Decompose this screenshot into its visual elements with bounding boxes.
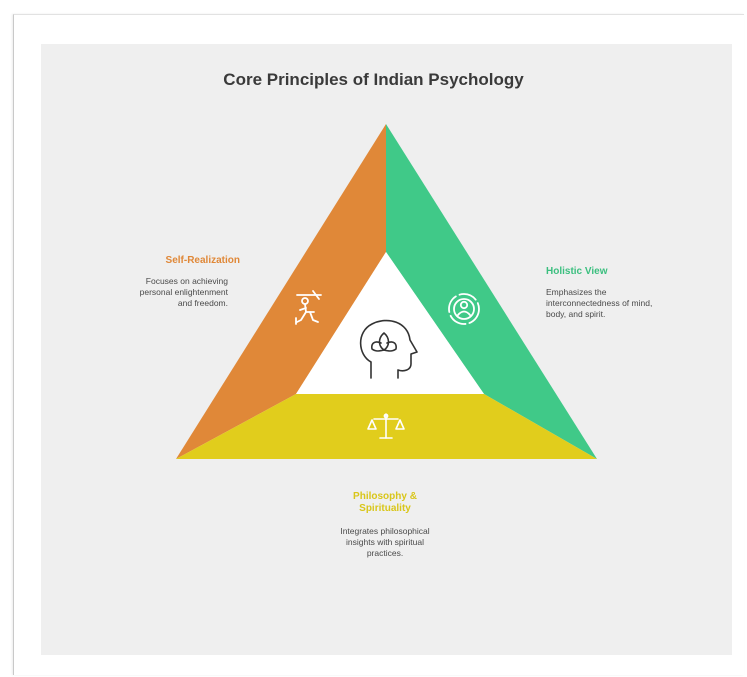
philosophy-description: Integrates philosophical insights with s…	[340, 526, 430, 558]
balance-scale-icon	[367, 413, 405, 439]
holistic-view-band	[386, 124, 597, 459]
self-realization-description: Focuses on achieving personal enlightenm…	[139, 276, 228, 308]
self-realization-band	[176, 124, 386, 459]
diagram-title: Core Principles of Indian Psychology	[223, 70, 524, 89]
inner-triangle	[296, 252, 484, 394]
philosophy-title: Philosophy & Spirituality	[353, 491, 417, 514]
holistic-view-title: Holistic View	[546, 266, 608, 277]
climber-icon	[295, 290, 322, 325]
holistic-view-description: Emphasizes the interconnectedness of min…	[546, 287, 653, 319]
person-circle-icon	[448, 293, 480, 325]
self-realization-title: Self-Realization	[165, 255, 240, 266]
head-lotus-icon	[359, 319, 418, 379]
